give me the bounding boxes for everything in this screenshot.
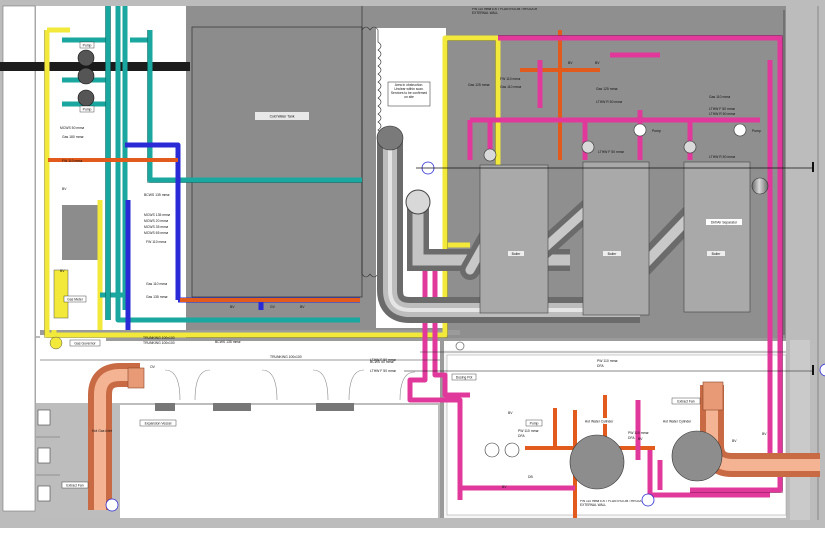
trunking-label-2: TRUNKING 100x100 [143,336,175,340]
pump-label-5: Pump [530,422,539,426]
extract-fan-label-2: Extract Fan [677,400,694,404]
tag-lthw-2: LTHW R 50 mmø [596,100,622,104]
dosing-pot-label: Dosing Pot [456,376,473,380]
tag-valve-2: BV [595,61,600,65]
tag-gas-1: Gas 125 mmø [468,83,489,87]
tag-mcws-5: MCWS 35 mmø [144,225,168,229]
tag-dfa-4: DFA [518,434,525,438]
tag-valve-5: BV [230,305,235,309]
tag-valve-13: BV [502,485,507,489]
obstruction-note: Area in obstruction. Unclear within scan… [390,83,428,99]
pump-label-3: Pump [83,44,92,48]
tag-lthw-6: LTHW F 50 mmø [370,358,396,362]
gas-pipe-outline [44,30,496,338]
trunking-label-3: TRUNKING 100x100 [143,341,175,345]
tag-valve-8: BV [508,411,513,415]
tag-valve-4: BV [60,269,65,273]
tag-lthw-3: LTHW F 50 mmø [709,107,735,111]
tag-gas-5: Gas 180 mmø [62,135,83,139]
obstruction-cloud: Area in obstruction. Unclear within scan… [361,6,431,278]
hot-water-cylinders: Hot Water Cylinder Hot Water Cylinder [569,418,723,490]
lthw-pipe-outline [498,35,783,493]
section-markers [105,161,825,512]
boiler-3-label: Boiler [712,252,722,256]
tag-lthw-4: LTHW R 50 mmø [709,112,735,116]
gas-governor-label: Gas Governor [74,342,96,346]
tag-valve-11: OV [150,365,156,369]
tag-valve-6: BV [300,305,305,309]
tag-valve-14: BV [762,432,767,436]
tag-lthw-5: LTHW R 50 mmø [709,155,735,159]
left-pumps: Pump Pump [77,41,95,113]
gas-meter-label: Gas Meter [67,298,84,302]
through-wall-notes: PW 110 mmø EXIT PLANTROOM THROUGH EXTERN… [472,8,646,507]
expansion-vessel-label: Expansion Vessel [145,422,172,426]
bcws-label-1: BCWS 135 mmø [215,340,240,344]
tag-gas-2: Gas 125 mmø [596,87,617,91]
boiler-2-label: Boiler [608,252,618,256]
tag-lthw-1: LTHW F 50 mmø [598,150,624,154]
gas-equipment: Gas Meter Gas Governor [49,269,101,350]
tag-valve-1: BV [568,61,573,65]
tag-fw-3: FW 110 mmø [500,77,520,81]
boiler-pumps: Pump Pump [483,123,761,162]
tag-dfa-2: DFA [597,364,604,368]
bcws-label-2: BCWS 50 mmø [370,360,394,364]
corridor-labels: TRUNKING 100x100 TRUNKING 100x100 TRUNKI… [40,336,786,364]
tag-mcws-1: MCWS 50 mmø [60,126,84,130]
tag-mcws-4: BCWS 135 mmø [144,193,169,197]
boilers: Boiler Boiler Boiler [479,161,751,316]
through-wall-note-top: PW 110 mmø EXIT PLANTROOM THROUGH EXTERN… [472,8,538,15]
cylinder-2-label: Hot Water Cylinder [663,420,692,424]
tag-dfa-1: PW 110 mmø [597,359,617,363]
tag-lthw-7: LTHW F 50 mmø [370,369,396,373]
pump-label-1: Pump [652,129,661,133]
separator-label: Dirt/Air Separator [711,221,738,225]
tag-valve-12: BV [732,439,737,443]
tag-mcws-2: MCWS 135 mmø [144,213,170,217]
tag-gas-cold: Gas 110 mmø [500,85,521,89]
tag-valve-3: BV [62,187,67,191]
trunking-label-1: TRUNKING 100x100 [270,355,302,359]
pipe-tags: Gas 125 mmø Gas 125 mmø Gas 110 mmø Gas … [60,61,767,489]
cold-water-tank: Cold Water Tank [191,26,363,298]
tag-fw-1: FW 110 mmø [62,159,82,163]
tag-gas-4: Gas 135 mmø [146,295,167,299]
through-wall-note-bottom: PW 110 mmø EXIT PLANTROOM THROUGH EXTERN… [580,500,646,507]
tag-gas-6: Gas 110 mmø [709,95,730,99]
boiler-1-label: Boiler [512,252,522,256]
tag-valve-9: BV [638,437,643,441]
tag-gas-3: Gas 110 mmø [146,282,167,286]
dirt-air-separator: Dirt/Air Separator [706,177,769,225]
tag-valve-10: DB [528,475,533,479]
cylinder-1-label: Hot Water Cylinder [585,420,614,424]
tag-dfa-5: PW 110 mmø [628,431,648,435]
tag-dfa-3: PW 110 mmø [518,429,538,433]
tag-valve-7: GV [270,305,276,309]
tag-dfa-6: DFA [628,436,635,440]
cold-water-pipe-outline [105,6,362,320]
cold-water-tank-label: Cold Water Tank [270,115,295,119]
tag-mcws-3: MCWS 20 mmø [144,219,168,223]
extract-fan-label-1: Extract Fan [66,484,83,488]
pump-label-4: Pump [83,108,92,112]
ancillary-equipment: Dosing Pot Pump Expansion Vessel [139,373,543,458]
tag-hot-gas-inlet: Hot Gas Inlet [92,429,112,433]
pump-label-2: Pump [752,129,761,133]
tag-mcws-6: MCWS 65 mmø [144,231,168,235]
tag-fw-2: FW 110 mmø [146,240,166,244]
